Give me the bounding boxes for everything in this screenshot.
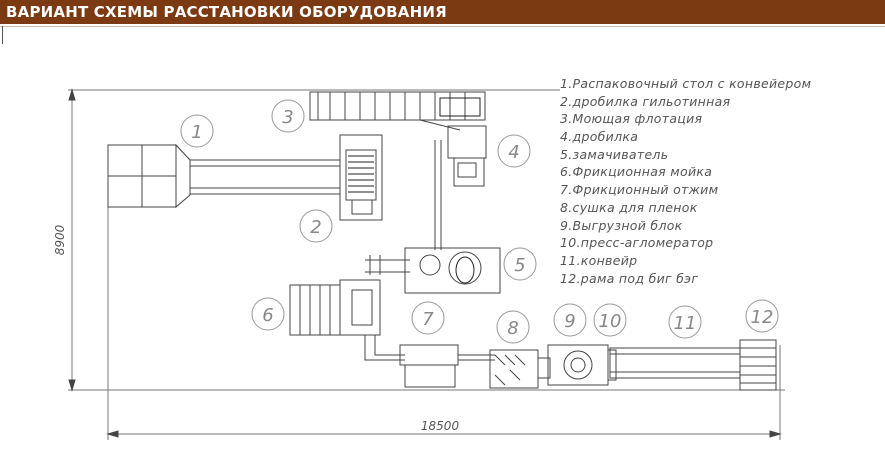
- legend-item-7: 7.Фрикционный отжим: [560, 182, 719, 198]
- title-tick: [2, 26, 3, 44]
- conveyor-equipment: [609, 347, 741, 379]
- friction-washer-equipment: [289, 279, 381, 336]
- marker-3: 3: [282, 107, 293, 128]
- legend-item-6: 6.Фрикционная мойка: [560, 164, 713, 180]
- legend-item-3: 3.Моющая флотация: [560, 111, 703, 127]
- marker-9: 9: [564, 311, 575, 332]
- dimension-height-label: 8900: [53, 224, 67, 255]
- marker-1: 1: [191, 122, 202, 143]
- unpacking-table-equipment: [107, 143, 341, 209]
- legend-item-11: 11.конвейр: [560, 252, 638, 268]
- connecting-pipe: [364, 335, 405, 361]
- title-divider: [0, 26, 885, 27]
- legend-item-1: 1.Распаковочный стол с конвейером: [560, 76, 812, 91]
- marker-circles: [180, 99, 779, 344]
- washing-flotation-equipment: [309, 91, 486, 131]
- marker-labels: 1 2 3 4 5 6 7 8 9 10 11 12: [191, 107, 773, 339]
- marker-10: 10: [599, 311, 622, 332]
- legend-item-2: 2.дробилка гильотинная: [560, 93, 731, 109]
- marker-11: 11: [674, 313, 697, 334]
- legend-item-5: 5.замачиватель: [560, 146, 669, 162]
- dimension-lines: [68, 88, 785, 440]
- marker-7: 7: [422, 309, 434, 330]
- vertical-conveyor: [434, 140, 442, 250]
- legend-item-12: 12.рама под биг бэг: [560, 270, 699, 286]
- legend-item-10: 10.пресс-агломератор: [560, 235, 714, 251]
- press-agglomerator-equipment: [547, 344, 617, 386]
- legend-item-9: 9.Выгрузной блок: [560, 217, 683, 233]
- big-bag-frame-equipment: [739, 339, 777, 391]
- equipment-legend: 1.Распаковочный стол с конвейером 2.дроб…: [560, 75, 811, 287]
- legend-item-4: 4.дробилка: [560, 129, 639, 145]
- friction-spin-equipment: [399, 344, 495, 388]
- crusher-equipment: [447, 125, 487, 187]
- marker-12: 12: [751, 307, 774, 328]
- marker-8: 8: [507, 318, 518, 339]
- film-dryer-equipment: [489, 349, 551, 389]
- soaker-equipment: [365, 247, 501, 294]
- page-title: ВАРИАНТ СХЕМЫ РАССТАНОВКИ ОБОРУДОВАНИЯ: [0, 0, 885, 24]
- dimension-width-label: 18500: [421, 419, 460, 433]
- marker-2: 2: [310, 217, 321, 238]
- marker-6: 6: [262, 305, 273, 326]
- marker-5: 5: [514, 255, 525, 276]
- legend-item-8: 8.сушка для пленок: [560, 199, 698, 215]
- guillotine-crusher-equipment: [339, 134, 383, 221]
- marker-4: 4: [508, 142, 519, 163]
